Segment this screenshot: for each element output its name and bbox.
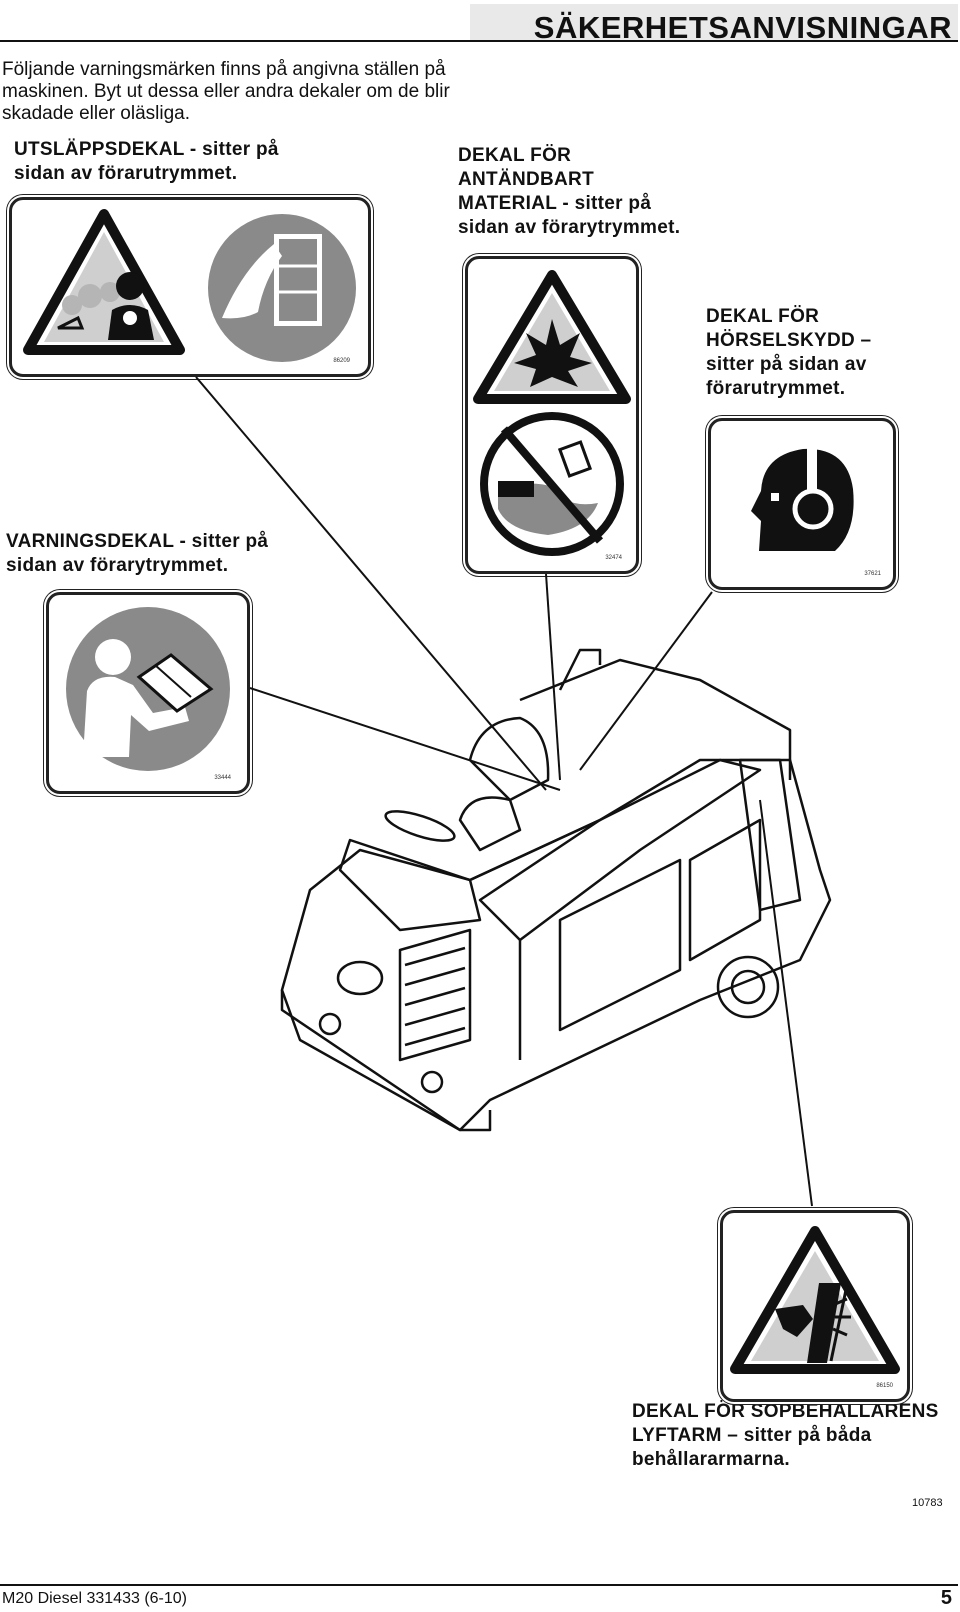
footer-model: M20 Diesel 331433 (6-10) — [2, 1590, 187, 1607]
footer-rule — [0, 1584, 958, 1586]
page-number: 5 — [940, 1587, 952, 1609]
leader-lines — [195, 376, 813, 1207]
lift-arm-part-number: 86150 — [876, 1383, 893, 1389]
hearing-decal: 37621 — [708, 418, 896, 590]
flammable-decal-label: DEKAL FÖR ANTÄNDBART MATERIAL - sitter p… — [458, 145, 681, 238]
flammable-decal: 32474 — [465, 256, 639, 574]
read-manual-decal: 33444 — [46, 592, 250, 794]
flammable-part-number: 32474 — [605, 555, 622, 561]
header-bar: SÄKERHETSANVISNINGAR — [470, 4, 958, 45]
exhaust-decal: 86209 — [9, 197, 371, 377]
warning-decal-label: VARNINGSDEKAL - sitter på sidan av förar… — [6, 531, 269, 576]
read-manual-part-number: 33444 — [214, 775, 231, 781]
lift-arm-decal-label: DEKAL FÖR SOPBEHÅLLARENS LYFTARM – sitte… — [632, 1401, 939, 1470]
header-rule — [0, 40, 958, 42]
figure-number: 10783 — [912, 1497, 943, 1509]
exhaust-part-number: 86209 — [333, 358, 350, 364]
lift-arm-decal: 86150 — [720, 1210, 910, 1402]
hearing-part-number: 37621 — [864, 571, 881, 577]
exhaust-decal-label: UTSLÄPPSDEKAL - sitter på sidan av förar… — [14, 139, 279, 184]
page-title: SÄKERHETSANVISNINGAR — [533, 10, 952, 45]
hearing-decal-label: DEKAL FÖR HÖRSELSKYDD – sitter på sidan … — [706, 306, 872, 399]
intro-paragraph: Följande varningsmärken finns på angivna… — [2, 59, 450, 124]
